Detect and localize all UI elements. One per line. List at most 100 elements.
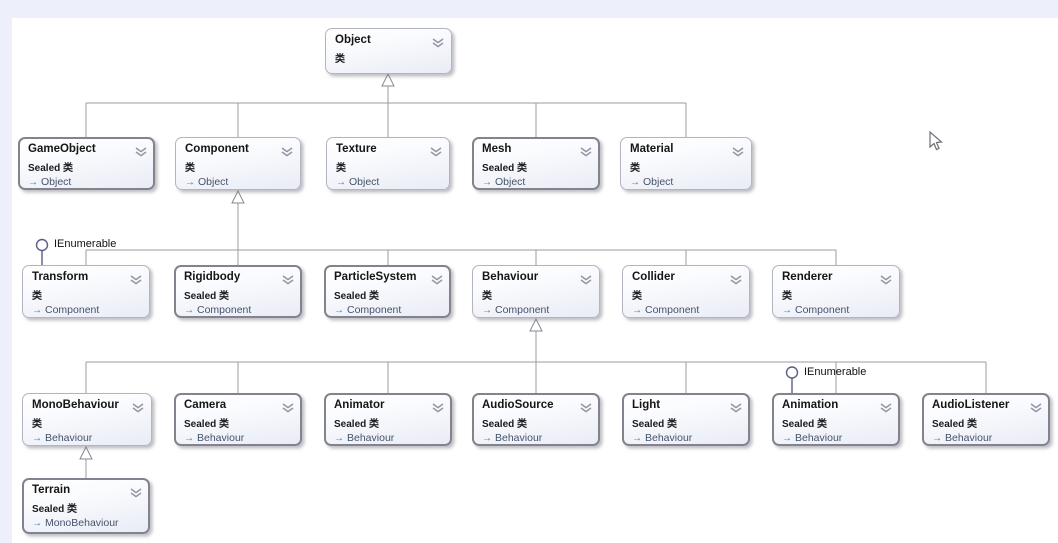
class-box-monobehaviour[interactable]: MonoBehaviour 类 →Behaviour <box>22 393 152 446</box>
class-box-transform[interactable]: Transform 类 →Component <box>22 265 150 318</box>
chevron-down-icon[interactable] <box>132 400 144 418</box>
base-type-label: →Component <box>482 304 550 316</box>
base-type-label: →MonoBehaviour <box>32 517 119 529</box>
base-type-label: →Component <box>334 304 402 316</box>
class-box-material[interactable]: Material 类 →Object <box>620 137 752 190</box>
chevron-down-icon[interactable] <box>732 144 744 162</box>
ienumerable-label: IEnumerable <box>804 366 867 378</box>
base-type-label: →Component <box>32 304 100 316</box>
class-box-terrain[interactable]: Terrain Sealed 类 →MonoBehaviour <box>22 478 150 534</box>
class-name: Renderer <box>782 271 833 283</box>
chevron-down-icon[interactable] <box>730 400 742 418</box>
mouse-cursor-icon <box>929 131 943 151</box>
chevron-down-icon[interactable] <box>282 400 294 418</box>
inherits-arrow-icon: → <box>334 305 344 316</box>
class-kind-label: Sealed 类 <box>32 504 78 515</box>
chevron-down-icon[interactable] <box>430 144 442 162</box>
class-box-animation[interactable]: Animation Sealed 类 →Behaviour <box>772 393 900 446</box>
inherits-arrow-icon: → <box>28 177 38 188</box>
class-name: Texture <box>336 143 377 155</box>
class-name: Terrain <box>32 484 71 496</box>
class-name: AudioSource <box>482 399 554 411</box>
chevron-down-icon[interactable] <box>130 272 142 290</box>
inherits-arrow-icon: → <box>630 177 640 188</box>
base-type-label: →Component <box>782 304 850 316</box>
class-box-particlesystem[interactable]: ParticleSystem Sealed 类 →Component <box>324 265 451 318</box>
base-type-label: →Object <box>336 176 380 188</box>
class-box-gameobject[interactable]: GameObject Sealed 类 →Object <box>18 137 155 190</box>
ienumerable-lollipop-icon <box>35 238 799 393</box>
class-kind-label: Sealed 类 <box>184 291 230 302</box>
class-box-collider[interactable]: Collider 类 →Component <box>622 265 750 318</box>
base-type-label: →Component <box>632 304 700 316</box>
base-type-label: →Component <box>184 304 252 316</box>
class-name: Material <box>630 143 674 155</box>
class-box-object[interactable]: Object 类 <box>325 28 452 74</box>
inherits-arrow-icon: → <box>32 305 42 316</box>
class-box-component[interactable]: Component 类 →Object <box>175 137 301 190</box>
chevron-down-icon[interactable] <box>432 35 444 53</box>
class-kind-label: Sealed 类 <box>28 163 74 174</box>
class-kind-label: 类 <box>482 291 492 302</box>
class-box-mesh[interactable]: Mesh Sealed 类 →Object <box>472 137 600 190</box>
inherits-arrow-icon: → <box>632 433 642 444</box>
class-name: Camera <box>184 399 227 411</box>
base-type-label: →Behaviour <box>32 432 93 444</box>
chevron-down-icon[interactable] <box>135 144 147 162</box>
inherits-arrow-icon: → <box>32 433 42 444</box>
chevron-down-icon[interactable] <box>1030 400 1042 418</box>
class-box-rigidbody[interactable]: Rigidbody Sealed 类 →Component <box>174 265 302 318</box>
class-kind-label: Sealed 类 <box>782 419 828 430</box>
class-kind-label: 类 <box>335 54 345 65</box>
base-type-label: →Object <box>28 176 72 188</box>
inherits-arrow-icon: → <box>184 433 194 444</box>
chevron-down-icon[interactable] <box>580 144 592 162</box>
ienumerable-label: IEnumerable <box>54 238 117 250</box>
inherits-arrow-icon: → <box>185 177 195 188</box>
inherits-arrow-icon: → <box>336 177 346 188</box>
class-kind-label: 类 <box>32 291 42 302</box>
class-name: Mesh <box>482 143 512 155</box>
class-box-audiosource[interactable]: AudioSource Sealed 类 →Behaviour <box>472 393 600 446</box>
class-name: ParticleSystem <box>334 271 417 283</box>
class-kind-label: 类 <box>630 163 640 174</box>
class-kind-label: Sealed 类 <box>184 419 230 430</box>
class-kind-label: 类 <box>32 419 42 430</box>
class-kind-label: Sealed 类 <box>334 419 380 430</box>
chevron-down-icon[interactable] <box>130 485 142 503</box>
inherits-arrow-icon: → <box>932 433 942 444</box>
class-name: Light <box>632 399 661 411</box>
class-kind-label: 类 <box>336 163 346 174</box>
class-name: MonoBehaviour <box>32 399 119 411</box>
class-name: Behaviour <box>482 271 539 283</box>
class-box-texture[interactable]: Texture 类 →Object <box>326 137 450 190</box>
class-box-camera[interactable]: Camera Sealed 类 →Behaviour <box>174 393 302 446</box>
class-kind-label: Sealed 类 <box>632 419 678 430</box>
class-box-renderer[interactable]: Renderer 类 →Component <box>772 265 900 318</box>
chevron-down-icon[interactable] <box>730 272 742 290</box>
class-name: Collider <box>632 271 675 283</box>
inherits-arrow-icon: → <box>782 433 792 444</box>
chevron-down-icon[interactable] <box>580 272 592 290</box>
class-box-behaviour[interactable]: Behaviour 类 →Component <box>472 265 600 318</box>
class-box-light[interactable]: Light Sealed 类 →Behaviour <box>622 393 750 446</box>
class-name: Object <box>335 34 371 46</box>
inherits-arrow-icon: → <box>632 305 642 316</box>
chevron-down-icon[interactable] <box>880 272 892 290</box>
chevron-down-icon[interactable] <box>432 400 444 418</box>
class-name: Component <box>185 143 249 155</box>
base-type-label: →Object <box>185 176 229 188</box>
chevron-down-icon[interactable] <box>431 272 443 290</box>
class-name: Rigidbody <box>184 271 241 283</box>
chevron-down-icon[interactable] <box>282 272 294 290</box>
inherits-arrow-icon: → <box>32 518 42 529</box>
class-box-animator[interactable]: Animator Sealed 类 →Behaviour <box>324 393 452 446</box>
chevron-down-icon[interactable] <box>281 144 293 162</box>
class-box-audiolistener[interactable]: AudioListener Sealed 类 →Behaviour <box>922 393 1050 446</box>
base-type-label: →Behaviour <box>334 432 395 444</box>
page-frame-top <box>0 0 1058 18</box>
chevron-down-icon[interactable] <box>580 400 592 418</box>
class-kind-label: 类 <box>782 291 792 302</box>
chevron-down-icon[interactable] <box>880 400 892 418</box>
